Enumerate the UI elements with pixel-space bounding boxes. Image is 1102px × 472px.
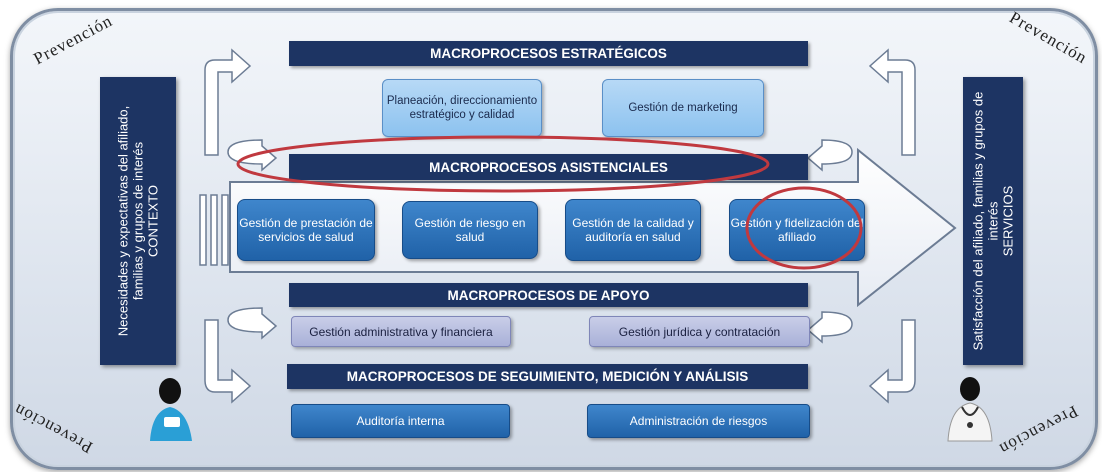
- internal-audit-box: Auditoría interna: [291, 404, 510, 438]
- affiliate-loyalty-box: Gestión y fidelización del afiliado: [729, 199, 865, 261]
- planning-process-box: Planeación, direccionamiento estratégico…: [382, 79, 542, 137]
- stripe-1: [199, 194, 207, 266]
- curl-arrow-4: [806, 311, 853, 344]
- curl-arrow-2: [806, 139, 853, 172]
- marketing-process-box: Gestión de marketing: [602, 79, 764, 137]
- bent-arrow-bottom-right: [868, 319, 916, 404]
- care-title-bar: MACROPROCESOS ASISTENCIALES: [289, 154, 808, 180]
- female-user-icon: [150, 378, 192, 441]
- health-risk-box: Gestión de riesgo en salud: [402, 201, 538, 259]
- curl-arrow-1: [227, 139, 278, 172]
- legal-contracting-box: Gestión jurídica y contratación: [589, 316, 810, 347]
- monitoring-title-bar: MACROPROCESOS DE SEGUIMIENTO, MEDICIÓN Y…: [287, 364, 808, 389]
- bent-arrow-top-right: [868, 48, 916, 156]
- curl-arrow-3: [227, 307, 278, 340]
- strategic-title-bar: MACROPROCESOS ESTRATÉGICOS: [289, 41, 808, 66]
- bent-arrow-top-left: [204, 48, 252, 156]
- risk-management-box: Administración de riesgos: [587, 404, 810, 438]
- stripe-2: [210, 194, 218, 266]
- quality-audit-box: Gestión de la calidad y auditoría en sal…: [565, 199, 701, 261]
- service-provision-box: Gestión de prestación de servicios de sa…: [237, 199, 375, 261]
- support-title-bar: MACROPROCESOS DE APOYO: [289, 283, 808, 307]
- left-context-panel: Necesidades y expectativas del afiliado,…: [100, 77, 176, 365]
- stripe-3: [221, 194, 229, 266]
- admin-finance-box: Gestión administrativa y financiera: [291, 316, 511, 347]
- bent-arrow-bottom-left: [204, 319, 252, 404]
- right-services-panel: Satisfacción del afiliado, familias y gr…: [963, 77, 1023, 365]
- doctor-icon: [947, 377, 993, 442]
